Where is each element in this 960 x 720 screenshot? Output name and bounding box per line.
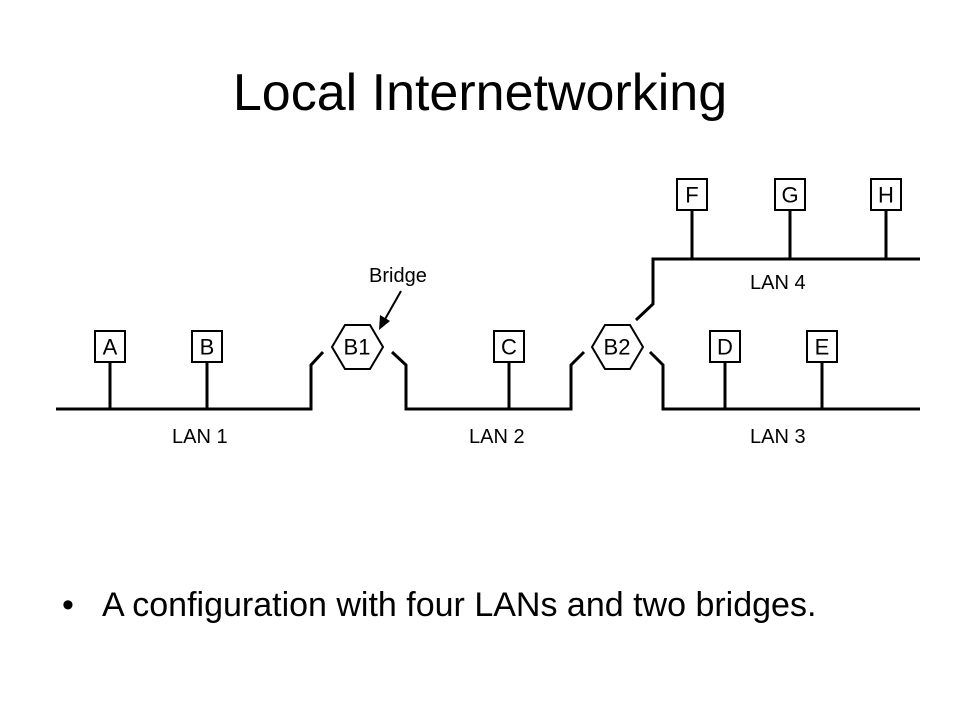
station-f-label: F [685, 183, 698, 208]
station-b-label: B [200, 335, 215, 360]
lan1-label: LAN 1 [172, 426, 228, 448]
lan2-label: LAN 2 [469, 426, 525, 448]
lan4-label: LAN 4 [750, 272, 806, 294]
bridge-annotation-label: Bridge [369, 265, 427, 287]
station-e-box [806, 330, 838, 363]
bullet-dot: • [62, 586, 74, 624]
station-c-box [493, 330, 525, 363]
station-e-label: E [815, 335, 830, 360]
lan2-cable [390, 350, 586, 411]
station-h-label: H [878, 183, 894, 208]
slide-title: Local Internetworking [232, 64, 728, 122]
station-g-label: G [781, 183, 798, 208]
station-h-box [870, 178, 902, 211]
station-c-label: C [501, 335, 517, 360]
bridge-b2-label: B2 [604, 335, 631, 360]
station-a-label: A [103, 335, 118, 360]
bridge-b1-label: B1 [344, 335, 371, 360]
station-d-box [709, 330, 741, 363]
bridge-annotation-arrowhead [379, 315, 390, 330]
bridge-b1-shape [330, 324, 385, 370]
station-b-box [191, 330, 223, 363]
lan4-cable [634, 257, 920, 322]
lan3-label: LAN 3 [750, 426, 806, 448]
station-d-label: D [717, 335, 733, 360]
lan3-cable [648, 350, 920, 411]
station-g-box [774, 178, 806, 211]
bridge-annotation-arrow [383, 290, 402, 322]
station-f-box [676, 178, 708, 211]
lan1-cable [56, 350, 325, 411]
bullet-text: A configuration with four LANs and two b… [102, 586, 817, 624]
bridge-b2-shape [590, 324, 645, 370]
station-a-box [94, 330, 126, 363]
